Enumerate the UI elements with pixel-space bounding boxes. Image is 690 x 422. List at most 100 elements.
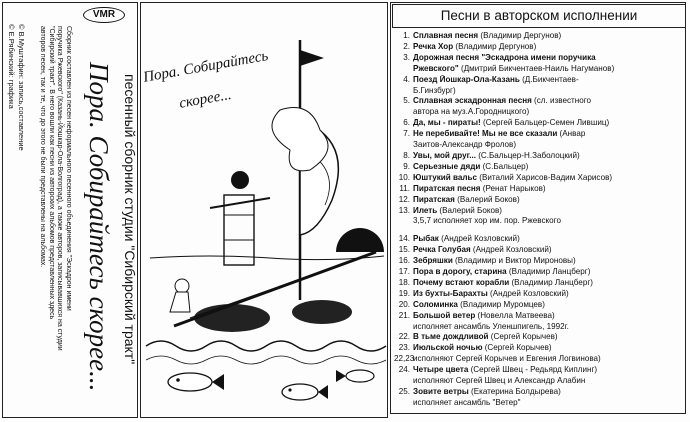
track-text: Юштукий вальс (Виталий Харисов-Вадим Хар… [413, 173, 684, 184]
track-text: Большой ветер (Новелла Матвеева) [413, 311, 684, 322]
vmr-logo: VMR [83, 7, 125, 23]
track-credits: (Екатерина Болдырева) [468, 387, 561, 396]
track-title: Зебряшки [413, 256, 453, 266]
track-number [394, 107, 413, 118]
track-text: Заитов-Александр Фролов) [413, 140, 684, 151]
track-text: Речка Голубая (Андрей Козловский) [413, 245, 684, 256]
track-credits: (Валерий Боков) [437, 205, 502, 215]
track-title: Июльской ночью [413, 343, 483, 353]
track-row: 11.Пиратская песня (Ренат Нарыков) [394, 184, 684, 195]
barrel-float [194, 304, 270, 332]
credits-line: "Сибирский тракт". В него вошли как песн… [47, 26, 55, 320]
track-row: Б.Гинзбург) [394, 86, 684, 97]
track-number [394, 376, 413, 387]
track-text: автора на муз.А.Городницкого) [413, 107, 684, 118]
track-credits: автора на муз.А.Городницкого) [413, 107, 530, 117]
track-title: Рыбак [413, 234, 439, 244]
track-title: Поезд Йошкар-Ола-Казань [413, 74, 520, 84]
track-row: 19.Из бухты-Барахты (Андрей Козловский) [394, 289, 684, 300]
track-row: 18.Почему встают корабли (Владимир Ланцб… [394, 278, 684, 289]
track-text: Пора в дорогу, старина (Владимир Ланцбер… [413, 267, 684, 278]
track-number: 13. [398, 205, 410, 215]
track-number: 14. [398, 234, 410, 244]
track-number: 7. [403, 129, 410, 139]
track-number [394, 140, 413, 151]
track-title: В тьме дождливой [413, 332, 489, 342]
spine-frame [2, 2, 138, 418]
track-number [394, 64, 413, 75]
track-title: Соломинка [413, 299, 458, 309]
track-number: 23. [398, 343, 410, 353]
track-row: 23.Июльской ночью (Сергей Корычев) [394, 343, 684, 354]
track-text: Речка Хор (Владимир Дергунов) [413, 42, 684, 53]
track-credits: (Андрей Козловский) [470, 245, 552, 255]
track-credits: (С.Бальцер) [480, 161, 529, 171]
track-number [394, 398, 413, 409]
track-list: 1.Сплавная песня (Владимир Дергунов)2.Ре… [394, 31, 684, 409]
track-number: 9. [403, 161, 410, 171]
track-text: исполняют Сергей Швец и Александр Алабин [413, 376, 684, 387]
track-number: 11. [399, 183, 410, 193]
track-text: Б.Гинзбург) [413, 86, 684, 97]
cover-panel: Пора. Собирайтесь скорее... [140, 0, 388, 422]
tracklist-heading: Песни в авторском исполнении [392, 4, 686, 28]
track-title: Увы, мой друг... [413, 150, 476, 160]
track-title: Да, мы - пираты! [413, 118, 481, 128]
credits-block: Сборник составлен из песен неформального… [38, 26, 72, 351]
track-credits: (Дмитрий Бикчентаев-Наиль Нагуманов) [458, 63, 615, 73]
track-text: Сплавная эскадронная песня (сл. известно… [413, 96, 684, 107]
track-title: Пиратская [413, 194, 455, 204]
track-credits: (Ренат Нарыков) [480, 183, 546, 193]
track-title: Дорожная песня "Эскадрона имени поручика [413, 52, 596, 62]
track-text: Рыбак (Андрей Козловский) [413, 234, 684, 245]
track-title: Пиратская песня [413, 183, 481, 193]
track-number: 24. [398, 365, 410, 375]
track-number: 25. [398, 387, 410, 396]
track-text: В тьме дождливой (Сергей Корычев) [413, 332, 684, 343]
track-number: 3. [403, 52, 410, 62]
track-text: Сплавная песня (Владимир Дергунов) [413, 31, 684, 42]
track-row: 24.Четыре цвета (Сергей Швец - Редьярд К… [394, 365, 684, 376]
track-credits: исполняют Сергей Корычев и Евгения Логви… [413, 354, 601, 364]
track-title: Сплавная эскадронная песня [413, 96, 532, 106]
track-number [394, 216, 413, 227]
copyright-graphics: © Е.Рябинский: графика [7, 24, 16, 109]
track-credits: исполняют Сергей Швец и Александр Алабин [413, 376, 586, 386]
track-number: 12. [398, 194, 410, 204]
track-row: 16.Зебряшки (Владимир и Виктор Мироновы) [394, 256, 684, 267]
track-number: 19. [398, 288, 410, 298]
track-row: Ржевского" (Дмитрий Бикчентаев-Наиль Наг… [394, 64, 684, 75]
track-number: 5. [403, 96, 410, 106]
group-spacer [394, 227, 684, 234]
track-row: Заитов-Александр Фролов) [394, 140, 684, 151]
track-title: Из бухты-Барахты [413, 288, 488, 298]
track-credits: (Владимир Дергунов) [453, 41, 537, 51]
track-text: Поезд Йошкар-Ола-Казань (Д.Бикчентаев- [413, 75, 684, 86]
copyright-compile: © В.Муштафин: запись,составление [17, 24, 26, 151]
boat-illustration [145, 40, 387, 401]
track-credits: исполняет ансамбль "Ветер" [413, 397, 521, 407]
track-row: 5.Сплавная эскадронная песня (сл. извест… [394, 96, 684, 107]
fish-icon [281, 383, 328, 401]
track-credits: (Андрей Козловский) [438, 234, 520, 244]
track-row: исполняет ансамбль "Ветер" [394, 398, 684, 409]
track-row: 13.Илеть (Валерий Боков) [394, 206, 684, 217]
track-credits: (Анвар [557, 129, 586, 139]
track-row: 4.Поезд Йошкар-Ола-Казань (Д.Бикчентаев- [394, 75, 684, 86]
track-credits: Заитов-Александр Фролов) [413, 140, 517, 150]
barrel-float [292, 300, 352, 324]
track-number: 18. [398, 277, 410, 287]
track-text: Дорожная песня "Эскадрона имени поручика [413, 53, 684, 64]
track-row: 3.Дорожная песня "Эскадрона имени поручи… [394, 53, 684, 64]
track-row: 10.Юштукий вальс (Виталий Харисов-Вадим … [394, 173, 684, 184]
track-number: 1. [403, 31, 410, 40]
credits-line: Сборник составлен из песен неформального… [65, 26, 72, 311]
track-text: Не перебивайте! Мы не все сказали (Анвар [413, 129, 684, 140]
track-credits: (Валерий Боков) [454, 194, 520, 204]
track-title: Большой ветер [413, 310, 476, 320]
fish-icon [167, 372, 224, 392]
spine-big-title: Пора. Собирайтесь скорее... [84, 62, 114, 392]
track-credits: (Сергей Корычев) [488, 332, 558, 342]
track-title: Почему встают корабли [413, 277, 510, 287]
track-credits: (Д.Бикчентаев- [519, 74, 579, 84]
